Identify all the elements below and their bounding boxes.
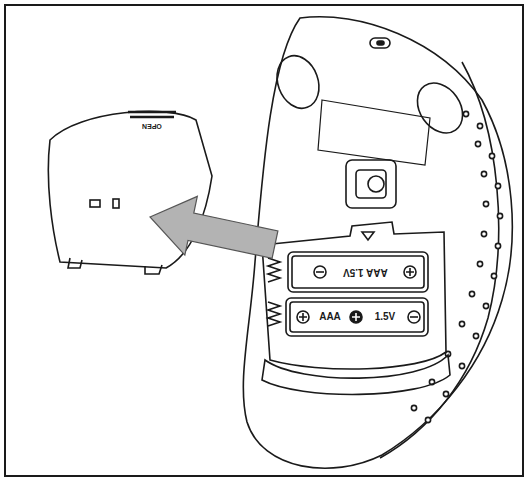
grip-dot [463, 111, 468, 116]
battery-label: AAA 1.5V [343, 267, 388, 277]
polarity-symbol [297, 266, 420, 323]
frame [5, 5, 523, 476]
cover-label: OPEN [142, 123, 162, 130]
insert-arrow [144, 188, 282, 273]
foot-pad [270, 50, 326, 114]
sensor-lens [356, 170, 386, 198]
sensor [346, 160, 396, 208]
foot-pad [408, 74, 472, 141]
battery-label: AAA [319, 312, 341, 322]
battery-well [292, 256, 424, 288]
battery-icon [113, 199, 119, 208]
grip-dot [489, 153, 494, 158]
switch [370, 38, 390, 48]
grip-dot [483, 303, 488, 308]
latch-mark [362, 232, 374, 240]
label-area [318, 100, 430, 165]
grip-dot [475, 141, 480, 146]
grip-dot [497, 213, 502, 218]
grip-dot [481, 171, 486, 176]
grip-dot [469, 291, 474, 296]
grip-dot [483, 201, 488, 206]
grip-dot [459, 363, 464, 368]
cover-tab [68, 258, 162, 274]
grip-dot [491, 273, 496, 278]
grip-dot [481, 231, 486, 236]
battery-icon [90, 200, 100, 207]
cover-grip [128, 112, 176, 117]
mouse-body [243, 17, 512, 469]
grip-dot [425, 417, 430, 422]
grip-dot [495, 183, 500, 188]
battery-compartment [262, 222, 446, 369]
battery-label: 1.5V [375, 312, 396, 322]
grip-dot [477, 123, 482, 128]
grip-dot [443, 391, 448, 396]
grip-dot [459, 321, 464, 326]
battery [286, 298, 428, 336]
switch-knob [377, 41, 384, 45]
battery [288, 252, 428, 292]
spring [268, 258, 280, 326]
grip-dot [411, 405, 416, 410]
grip-dot [473, 333, 478, 338]
grip-dot [495, 243, 500, 248]
grip-dot [477, 261, 482, 266]
sensor-eye [368, 176, 384, 192]
battery-well [290, 302, 424, 332]
finger-notch [262, 355, 450, 394]
